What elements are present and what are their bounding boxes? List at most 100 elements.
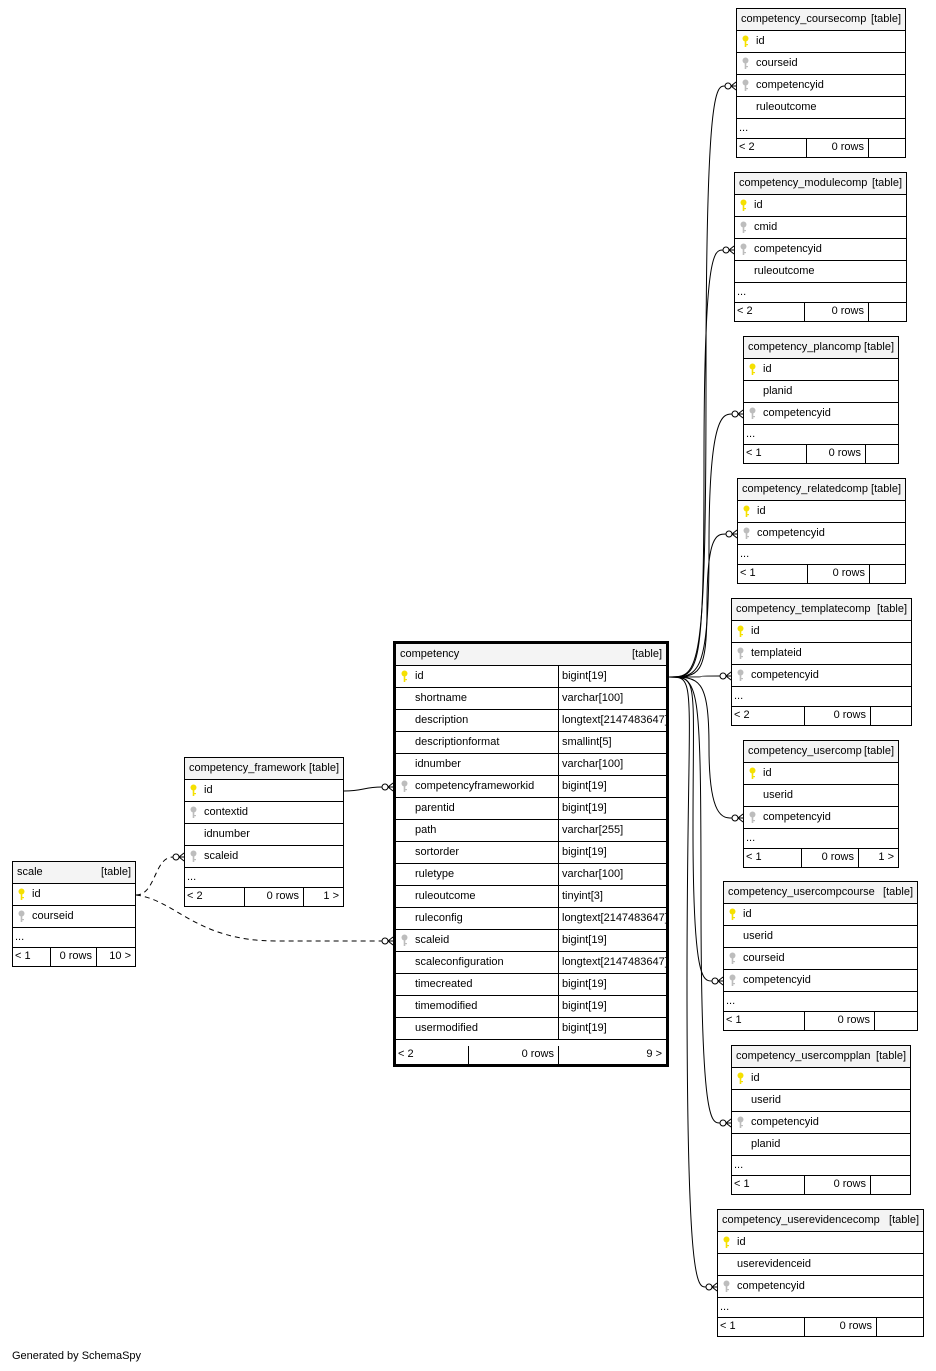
column-row[interactable]: competencyid xyxy=(735,239,906,261)
column-row[interactable]: competencyid xyxy=(744,403,898,425)
column-row[interactable]: id xyxy=(735,195,906,217)
column-row[interactable]: id xyxy=(724,904,917,926)
children-count[interactable]: 9 > xyxy=(646,1048,662,1060)
children-count[interactable] xyxy=(877,1318,923,1336)
column-row[interactable]: templateid xyxy=(732,643,911,665)
column-row[interactable]: competencyid xyxy=(718,1276,923,1298)
column-row[interactable]: userid xyxy=(724,926,917,948)
column-name: ruleconfig xyxy=(415,912,463,924)
column-row[interactable]: ruleoutcome xyxy=(735,261,906,283)
children-count[interactable]: 1 > xyxy=(878,851,894,863)
children-count[interactable] xyxy=(869,139,905,157)
column-row[interactable]: id xyxy=(185,780,343,802)
table-name: competency_relatedcomp xyxy=(742,483,868,495)
column-row[interactable]: courseid xyxy=(13,906,135,928)
column-row[interactable]: competencyid xyxy=(724,970,917,992)
parents-count[interactable]: < 1 xyxy=(744,849,802,867)
parents-count[interactable]: < 1 xyxy=(718,1318,805,1336)
column-row[interactable]: userid xyxy=(744,785,898,807)
column-row[interactable]: userevidenceid xyxy=(718,1254,923,1276)
column-row[interactable]: competencyid xyxy=(732,665,911,687)
column-row[interactable]: userid xyxy=(732,1090,910,1112)
column-row[interactable]: competencyid xyxy=(732,1112,910,1134)
column-row[interactable]: competencyid xyxy=(744,807,898,829)
parents-count[interactable]: < 2 xyxy=(185,888,245,906)
column-row[interactable]: id xyxy=(744,763,898,785)
children-count[interactable] xyxy=(870,565,905,583)
column-row[interactable]: ruleoutcome xyxy=(737,97,905,119)
column-type: bigint[19] xyxy=(562,934,607,946)
parents-count[interactable]: < 1 xyxy=(738,565,808,583)
column-name: id xyxy=(743,908,752,920)
column-row[interactable]: idnumber xyxy=(185,824,343,846)
column-row[interactable]: courseid xyxy=(737,53,905,75)
column-row[interactable]: id xyxy=(13,884,135,906)
children-count[interactable] xyxy=(869,303,906,321)
column-row[interactable]: id xyxy=(737,31,905,53)
column-type: smallint[5] xyxy=(562,736,612,748)
foreign-key-icon xyxy=(736,647,745,660)
column-row[interactable]: competencyid xyxy=(738,523,905,545)
column-row[interactable]: competencyid xyxy=(737,75,905,97)
column-name: competencyid xyxy=(763,811,831,823)
column-row[interactable]: cmid xyxy=(735,217,906,239)
column-row[interactable]: planid xyxy=(732,1134,910,1156)
parents-count[interactable]: < 1 xyxy=(724,1012,805,1030)
parents-count[interactable]: < 2 xyxy=(732,707,805,725)
children-count[interactable]: 10 > xyxy=(109,950,131,962)
column-row[interactable]: id xyxy=(732,1068,910,1090)
parents-count[interactable]: < 1 xyxy=(744,445,807,463)
children-count[interactable] xyxy=(866,445,898,463)
column-row[interactable]: contextid xyxy=(185,802,343,824)
column-row[interactable]: id xyxy=(718,1232,923,1254)
column-row[interactable]: courseid xyxy=(724,948,917,970)
column-row[interactable]: scaleid xyxy=(185,846,343,868)
parents-count[interactable]: < 2 xyxy=(737,139,807,157)
children-count[interactable] xyxy=(871,1176,910,1194)
children-count[interactable] xyxy=(871,707,911,725)
children-count[interactable]: 1 > xyxy=(323,890,339,902)
column-row[interactable]: id xyxy=(744,359,898,381)
parents-count[interactable]: < 2 xyxy=(396,1046,469,1064)
parents-count[interactable]: < 1 xyxy=(13,948,51,966)
foreign-key-icon xyxy=(739,243,748,256)
parents-count[interactable]: < 2 xyxy=(735,303,805,321)
column-row[interactable]: id xyxy=(738,501,905,523)
column-row[interactable]: id xyxy=(732,621,911,643)
foreign-key-icon xyxy=(728,974,737,987)
column-name: idnumber xyxy=(204,828,250,840)
parents-count[interactable]: < 1 xyxy=(732,1176,805,1194)
row-count: 0 rows xyxy=(807,445,866,463)
column-row[interactable]: planid xyxy=(744,381,898,403)
children-count[interactable] xyxy=(875,1012,917,1030)
